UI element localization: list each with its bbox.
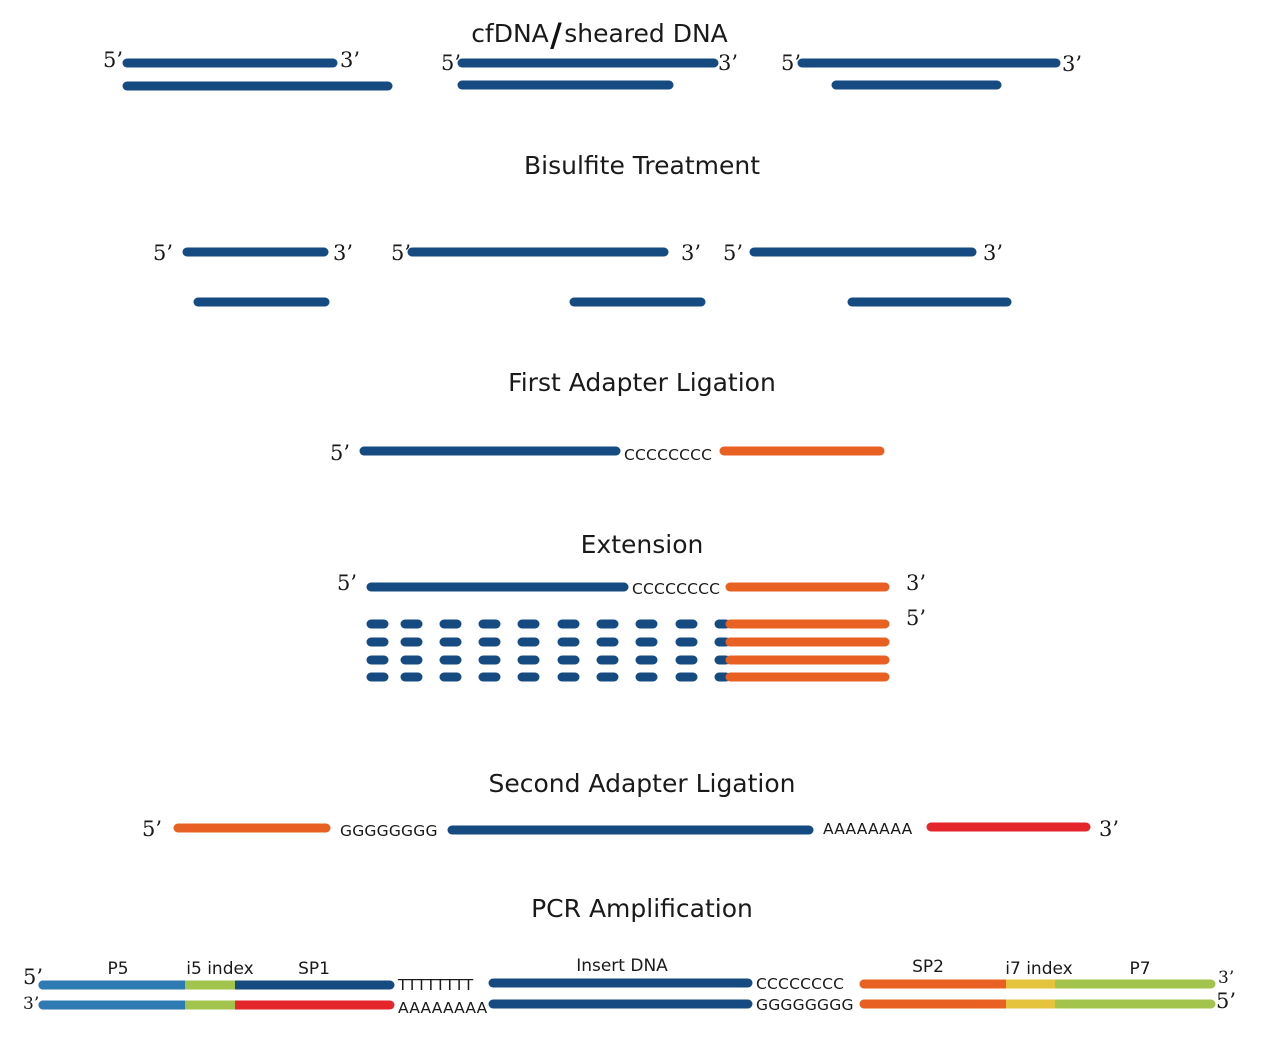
cfdna-title: cfDNA [471,19,549,48]
i5-index-label: i5 index [186,959,253,979]
cfdna-frag2-5prime-label: 5’ [441,51,461,75]
second-ligation-3prime-label: 3’ [1099,817,1119,841]
pcr-top-p5-segment [43,980,185,990]
sheared-dna-title: sheared DNA [564,19,728,48]
pcr-c-tail: CCCCCCCC [756,975,844,993]
pcr-a-tail: AAAAAAAA [398,999,488,1017]
bisulfite-frag3-3prime-label: 3’ [983,241,1003,265]
insert-dna-label: Insert DNA [576,956,668,976]
pcr-top-sp2-segment [864,979,1006,989]
first-ligation-5prime-label: 5’ [330,441,350,465]
pcr-g-tail: GGGGGGGG [756,996,854,1014]
p5-label: P5 [107,959,128,979]
bisulfite-title: Bisulfite Treatment [524,151,760,180]
cfdna-title-slash: / [550,16,562,54]
pcr-bottom-5prime-label: 5’ [1216,989,1236,1013]
bisulfite-frag2-3prime-label: 3’ [681,241,701,265]
second-ligation-a-tail: AAAAAAAA [823,820,913,838]
p7-label: P7 [1129,959,1150,979]
second-ligation-title: Second Adapter Ligation [488,769,795,798]
bisulfite-frag1-3prime-label: 3’ [333,241,353,265]
pcr-bottom-p5-segment [43,1000,185,1010]
cfdna-frag3-3prime-label: 3’ [1062,52,1082,76]
extension-c-tail: CCCCCCCC [632,580,720,598]
dna-strands [38,58,1216,1010]
pcr-t-tail: TTTTTTTT [397,976,474,994]
i7-index-label: i7 index [1005,959,1072,979]
pcr-bottom-sp2-segment [864,999,1006,1009]
cfdna-frag2-3prime-label: 3’ [718,51,738,75]
pcr-title: PCR Amplification [531,894,753,923]
first-ligation-title: First Adapter Ligation [508,368,776,397]
cfdna-frag1-5prime-label: 5’ [103,48,123,72]
extension-title: Extension [581,530,704,559]
extension-5prime-label: 5’ [337,571,357,595]
extension-copies-5prime-label: 5’ [906,606,926,630]
bisulfite-frag1-5prime-label: 5’ [153,241,173,265]
pcr-bottom-i5-segment [185,1000,235,1010]
cfdna-frag3-5prime-label: 5’ [781,51,801,75]
cfdna-frag1-3prime-label: 3’ [340,48,360,72]
bisulfite-frag2-5prime-label: 5’ [391,241,411,265]
pcr-top-i7-segment [1006,979,1055,989]
sp2-label: SP2 [912,957,944,977]
pcr-top-5prime-label: 5’ [23,965,43,989]
pcr-bottom-i7-segment [1006,999,1055,1009]
second-ligation-g-tail: GGGGGGGG [340,822,438,840]
extension-3prime-label: 3’ [906,571,926,595]
pcr-top-3prime-label: 3’ [1218,968,1234,988]
pcr-bottom-3prime-label: 3’ [23,994,39,1014]
sp1-label: SP1 [298,959,330,979]
bisulfite-frag3-5prime-label: 5’ [723,241,743,265]
second-ligation-5prime-label: 5’ [142,817,162,841]
first-ligation-c-tail: CCCCCCCC [624,446,712,464]
pcr-top-i5-segment [185,980,235,990]
